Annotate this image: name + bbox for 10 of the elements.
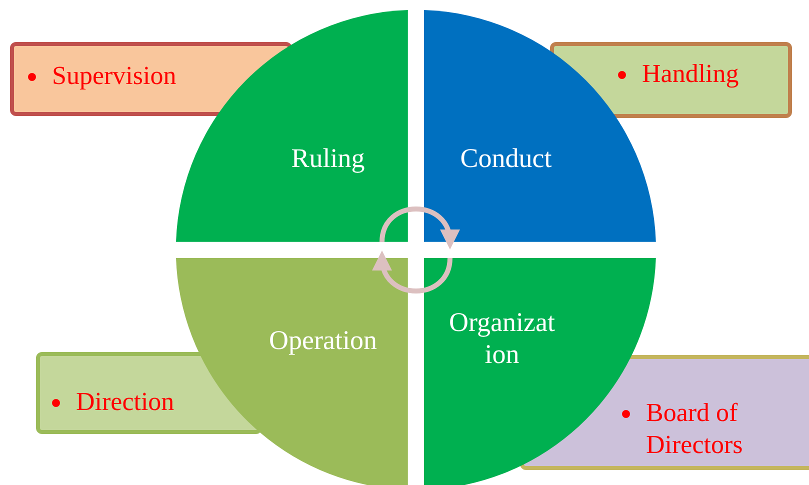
cycle-arrow bbox=[380, 206, 458, 250]
item-text: Supervision bbox=[52, 60, 178, 92]
quadrant-label: Ruling bbox=[290, 142, 366, 174]
quadrant-label: Conduct bbox=[459, 142, 553, 174]
quadrant-label: Organizat ion bbox=[448, 306, 556, 370]
item-text: Handling bbox=[642, 58, 740, 90]
quadrant-label: Operation bbox=[268, 324, 378, 356]
cycle-arrow bbox=[374, 250, 452, 294]
item-text: Board of Directors bbox=[646, 397, 744, 461]
item-text: Direction bbox=[76, 386, 176, 418]
